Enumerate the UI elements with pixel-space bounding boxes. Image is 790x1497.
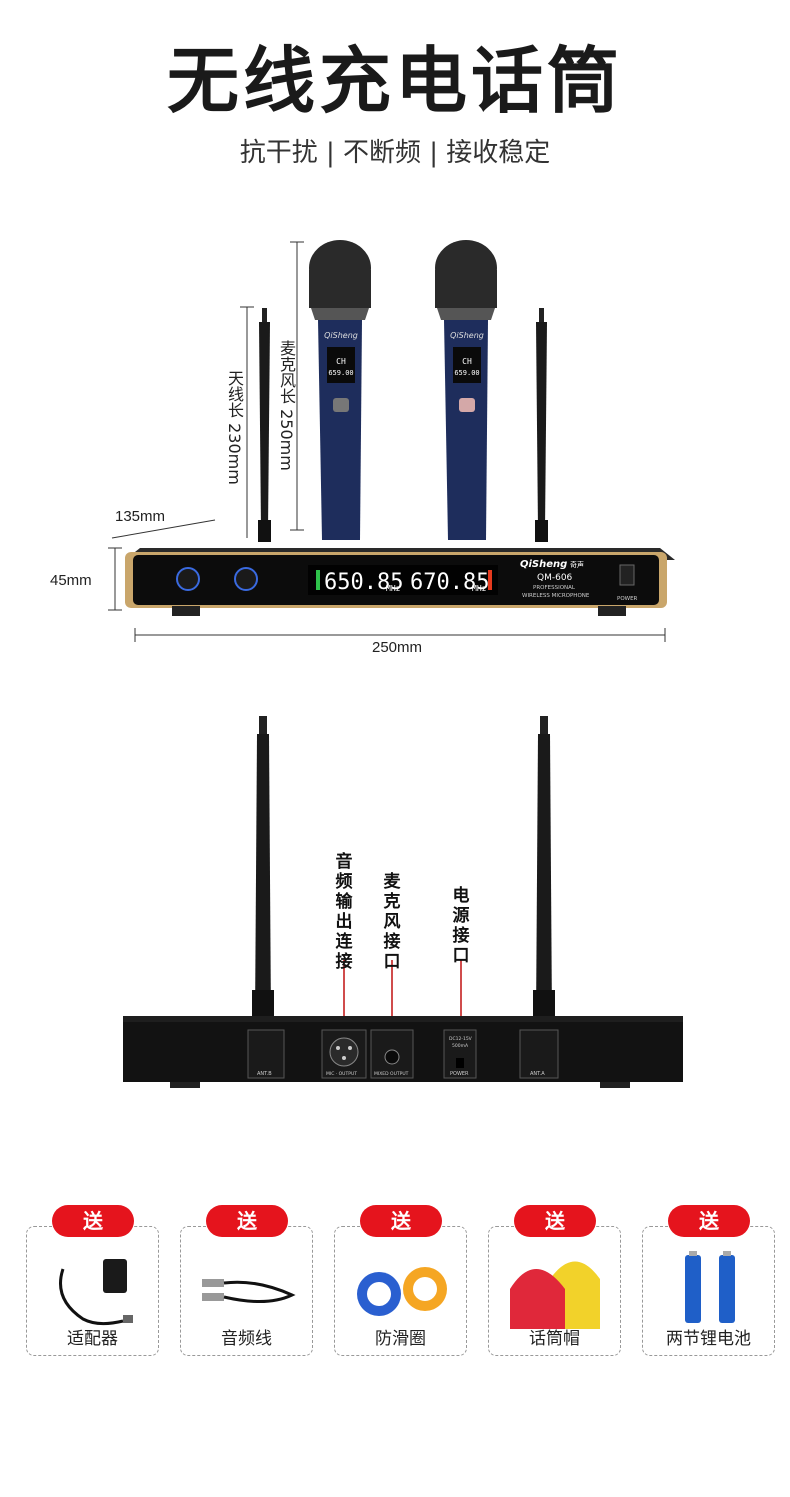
gift-item-battery: 送 两节锂电池 — [642, 1205, 775, 1356]
microphone-left-icon: CH 659.00 QiSheng — [309, 240, 371, 540]
gift-item-adapter: 送 适配器 — [26, 1205, 159, 1356]
lithium-battery-icon — [685, 1251, 735, 1323]
gift-item-audio-cable: 送 音频线 — [180, 1205, 313, 1356]
svg-text:QiSheng: QiSheng — [450, 331, 484, 340]
gift-badge: 送 — [514, 1205, 596, 1237]
audio-cable-icon — [202, 1279, 296, 1304]
gift-label: 音频线 — [221, 1329, 272, 1349]
frequency-b-unit: MHz — [472, 584, 487, 593]
svg-text:659.00: 659.00 — [328, 369, 353, 377]
power-adapter-icon — [59, 1259, 133, 1326]
gift-item-anti-slip-ring: 送 防滑圈 — [334, 1205, 467, 1356]
svg-text:QiSheng: QiSheng — [324, 331, 358, 340]
svg-text:CH: CH — [336, 357, 346, 366]
antenna-length-label: 天线长 230mm — [225, 370, 244, 485]
port-mixed-output: MIXED OUTPUT — [374, 1071, 409, 1077]
svg-text:CH: CH — [462, 357, 472, 366]
depth-label: 135mm — [115, 508, 166, 525]
receiver-brand: QiSheng — [520, 559, 567, 570]
frequency-b-display: 670.85 — [410, 570, 489, 595]
height-label: 45mm — [50, 572, 92, 589]
receiver-brand-cn: 奇声 — [570, 560, 584, 569]
power-port-label: 电源接口 — [452, 886, 470, 966]
antenna-left-icon — [258, 308, 271, 542]
port-ant-b: ANT.B — [257, 1071, 272, 1077]
page-subtitle: 抗干扰 | 不断频 | 接收稳定 — [239, 138, 551, 168]
port-mic-output: MIC · OUTPUT — [326, 1071, 357, 1077]
gift-item-windscreen: 送 话筒帽 — [488, 1205, 621, 1356]
microphone-right-icon: CH 659.00 QiSheng — [435, 240, 497, 540]
port-power: POWER — [450, 1071, 469, 1077]
mic-length-label: 麦克风长 250mm — [277, 340, 296, 471]
front-view: CH 659.00 QiSheng CH 659.00 QiSheng — [0, 230, 790, 660]
receiver-line1: PROFESSIONAL — [533, 585, 576, 591]
frequency-a-display: 650.85 — [324, 570, 403, 595]
antenna-right-icon — [535, 308, 548, 542]
mic-port-label: 麦克风接口 — [383, 872, 401, 972]
gift-label: 两节锂电池 — [666, 1329, 751, 1349]
back-view-illustration: ANT.B MIC · OUTPUT MIXED OUTPUT DC12-15V… — [123, 716, 683, 1088]
frequency-a-unit: MHz — [386, 584, 401, 593]
page-title: 无线充电话筒 — [166, 39, 623, 123]
antenna-a-icon — [533, 716, 555, 1050]
gift-label: 防滑圈 — [375, 1329, 426, 1349]
mic-windscreen-icon — [510, 1261, 600, 1329]
port-ant-a: ANT.A — [530, 1071, 545, 1077]
receiver-line2: WIRELESS MICROPHONE — [522, 593, 590, 599]
audio-output-label: 音频输出连接 — [335, 852, 353, 972]
gift-label: 话筒帽 — [529, 1329, 580, 1349]
gift-badge: 送 — [206, 1205, 288, 1237]
receiver-front-icon — [125, 548, 675, 616]
svg-text:659.00: 659.00 — [454, 369, 479, 377]
gift-label: 适配器 — [67, 1329, 118, 1349]
gift-badge: 送 — [360, 1205, 442, 1237]
receiver-back-icon — [123, 1016, 683, 1088]
back-view: ANT.B MIC · OUTPUT MIXED OUTPUT DC12-15V… — [0, 710, 790, 1090]
gift-badge: 送 — [668, 1205, 750, 1237]
receiver-model: QM-606 — [537, 573, 573, 583]
port-power-spec: DC12-15V — [449, 1036, 473, 1042]
port-power-current: 500mA — [452, 1043, 469, 1049]
anti-slip-ring-icon — [357, 1267, 447, 1316]
front-view-illustration: CH 659.00 QiSheng CH 659.00 QiSheng — [108, 240, 675, 642]
antenna-b-icon — [252, 716, 274, 1050]
width-label: 250mm — [372, 639, 423, 656]
gift-badge: 送 — [52, 1205, 134, 1237]
power-label: POWER — [617, 596, 638, 602]
